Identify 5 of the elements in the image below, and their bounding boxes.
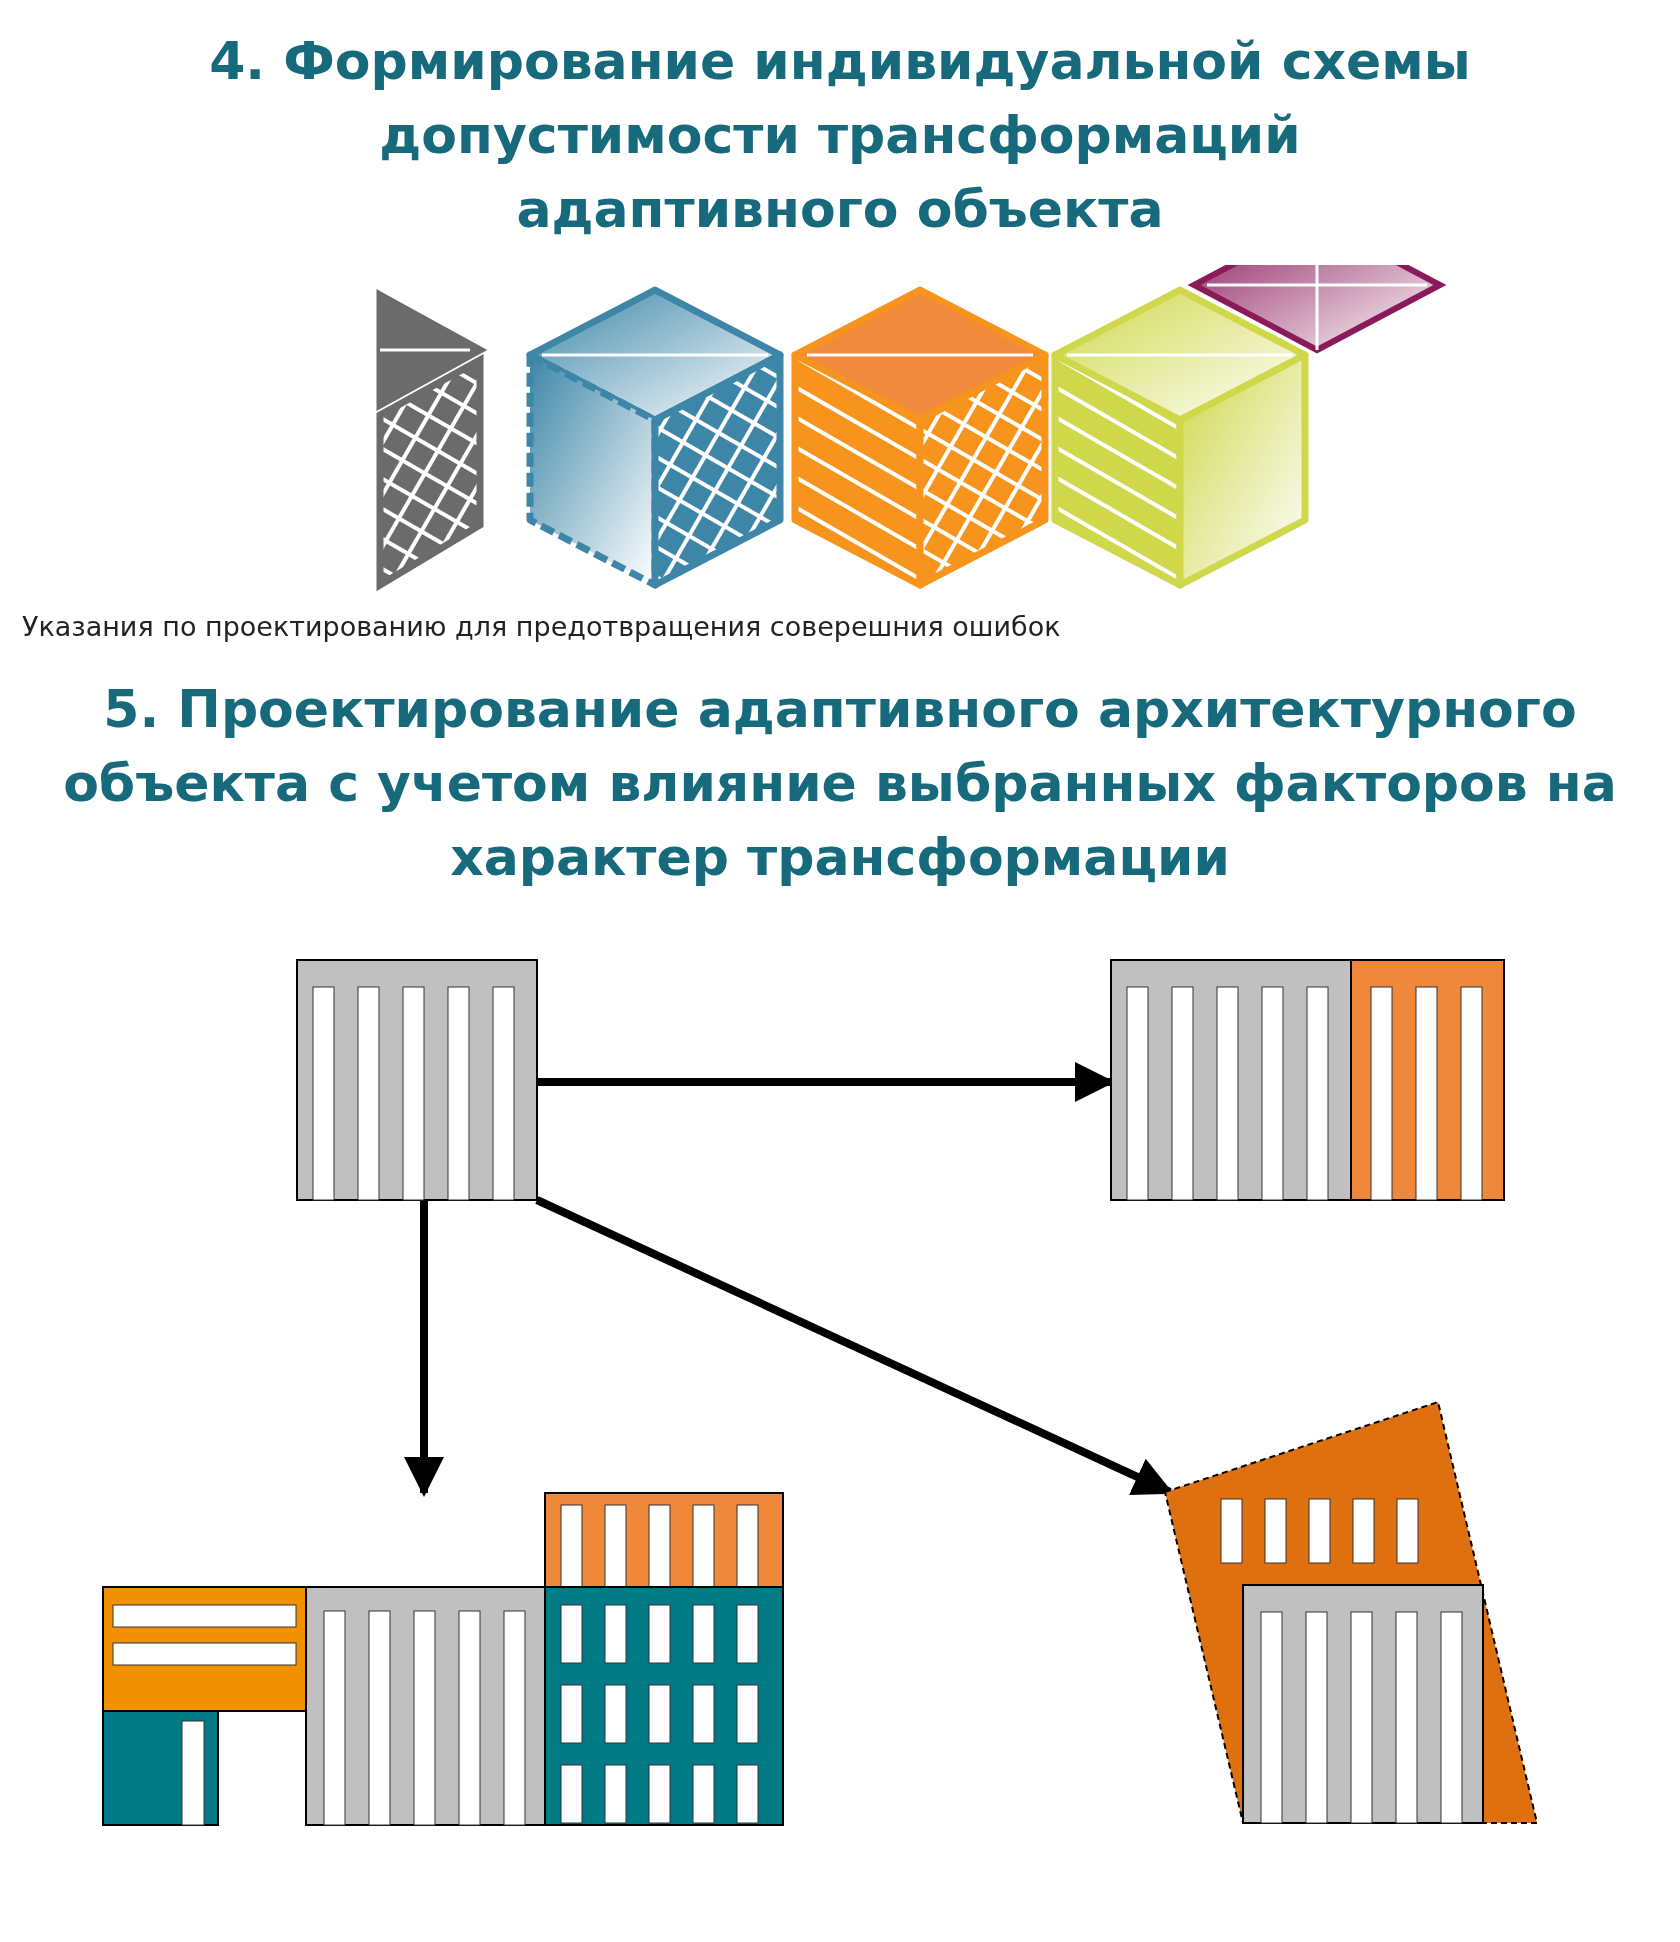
section-heading: 5. Проектирование адаптивного архитектурного объекта с учетом влияние выбранных факторов на характер трансформации	[62, 678, 1618, 889]
arrow	[404, 1200, 444, 1497]
note-text: Указания по проектированию для предотвращения соверешния ошибок	[22, 611, 1061, 642]
arrow	[535, 1196, 1174, 1496]
section-heading: 4. Формирование индивидуальной схемы допустимости трансформаций адаптивного объекта	[208, 30, 1472, 241]
